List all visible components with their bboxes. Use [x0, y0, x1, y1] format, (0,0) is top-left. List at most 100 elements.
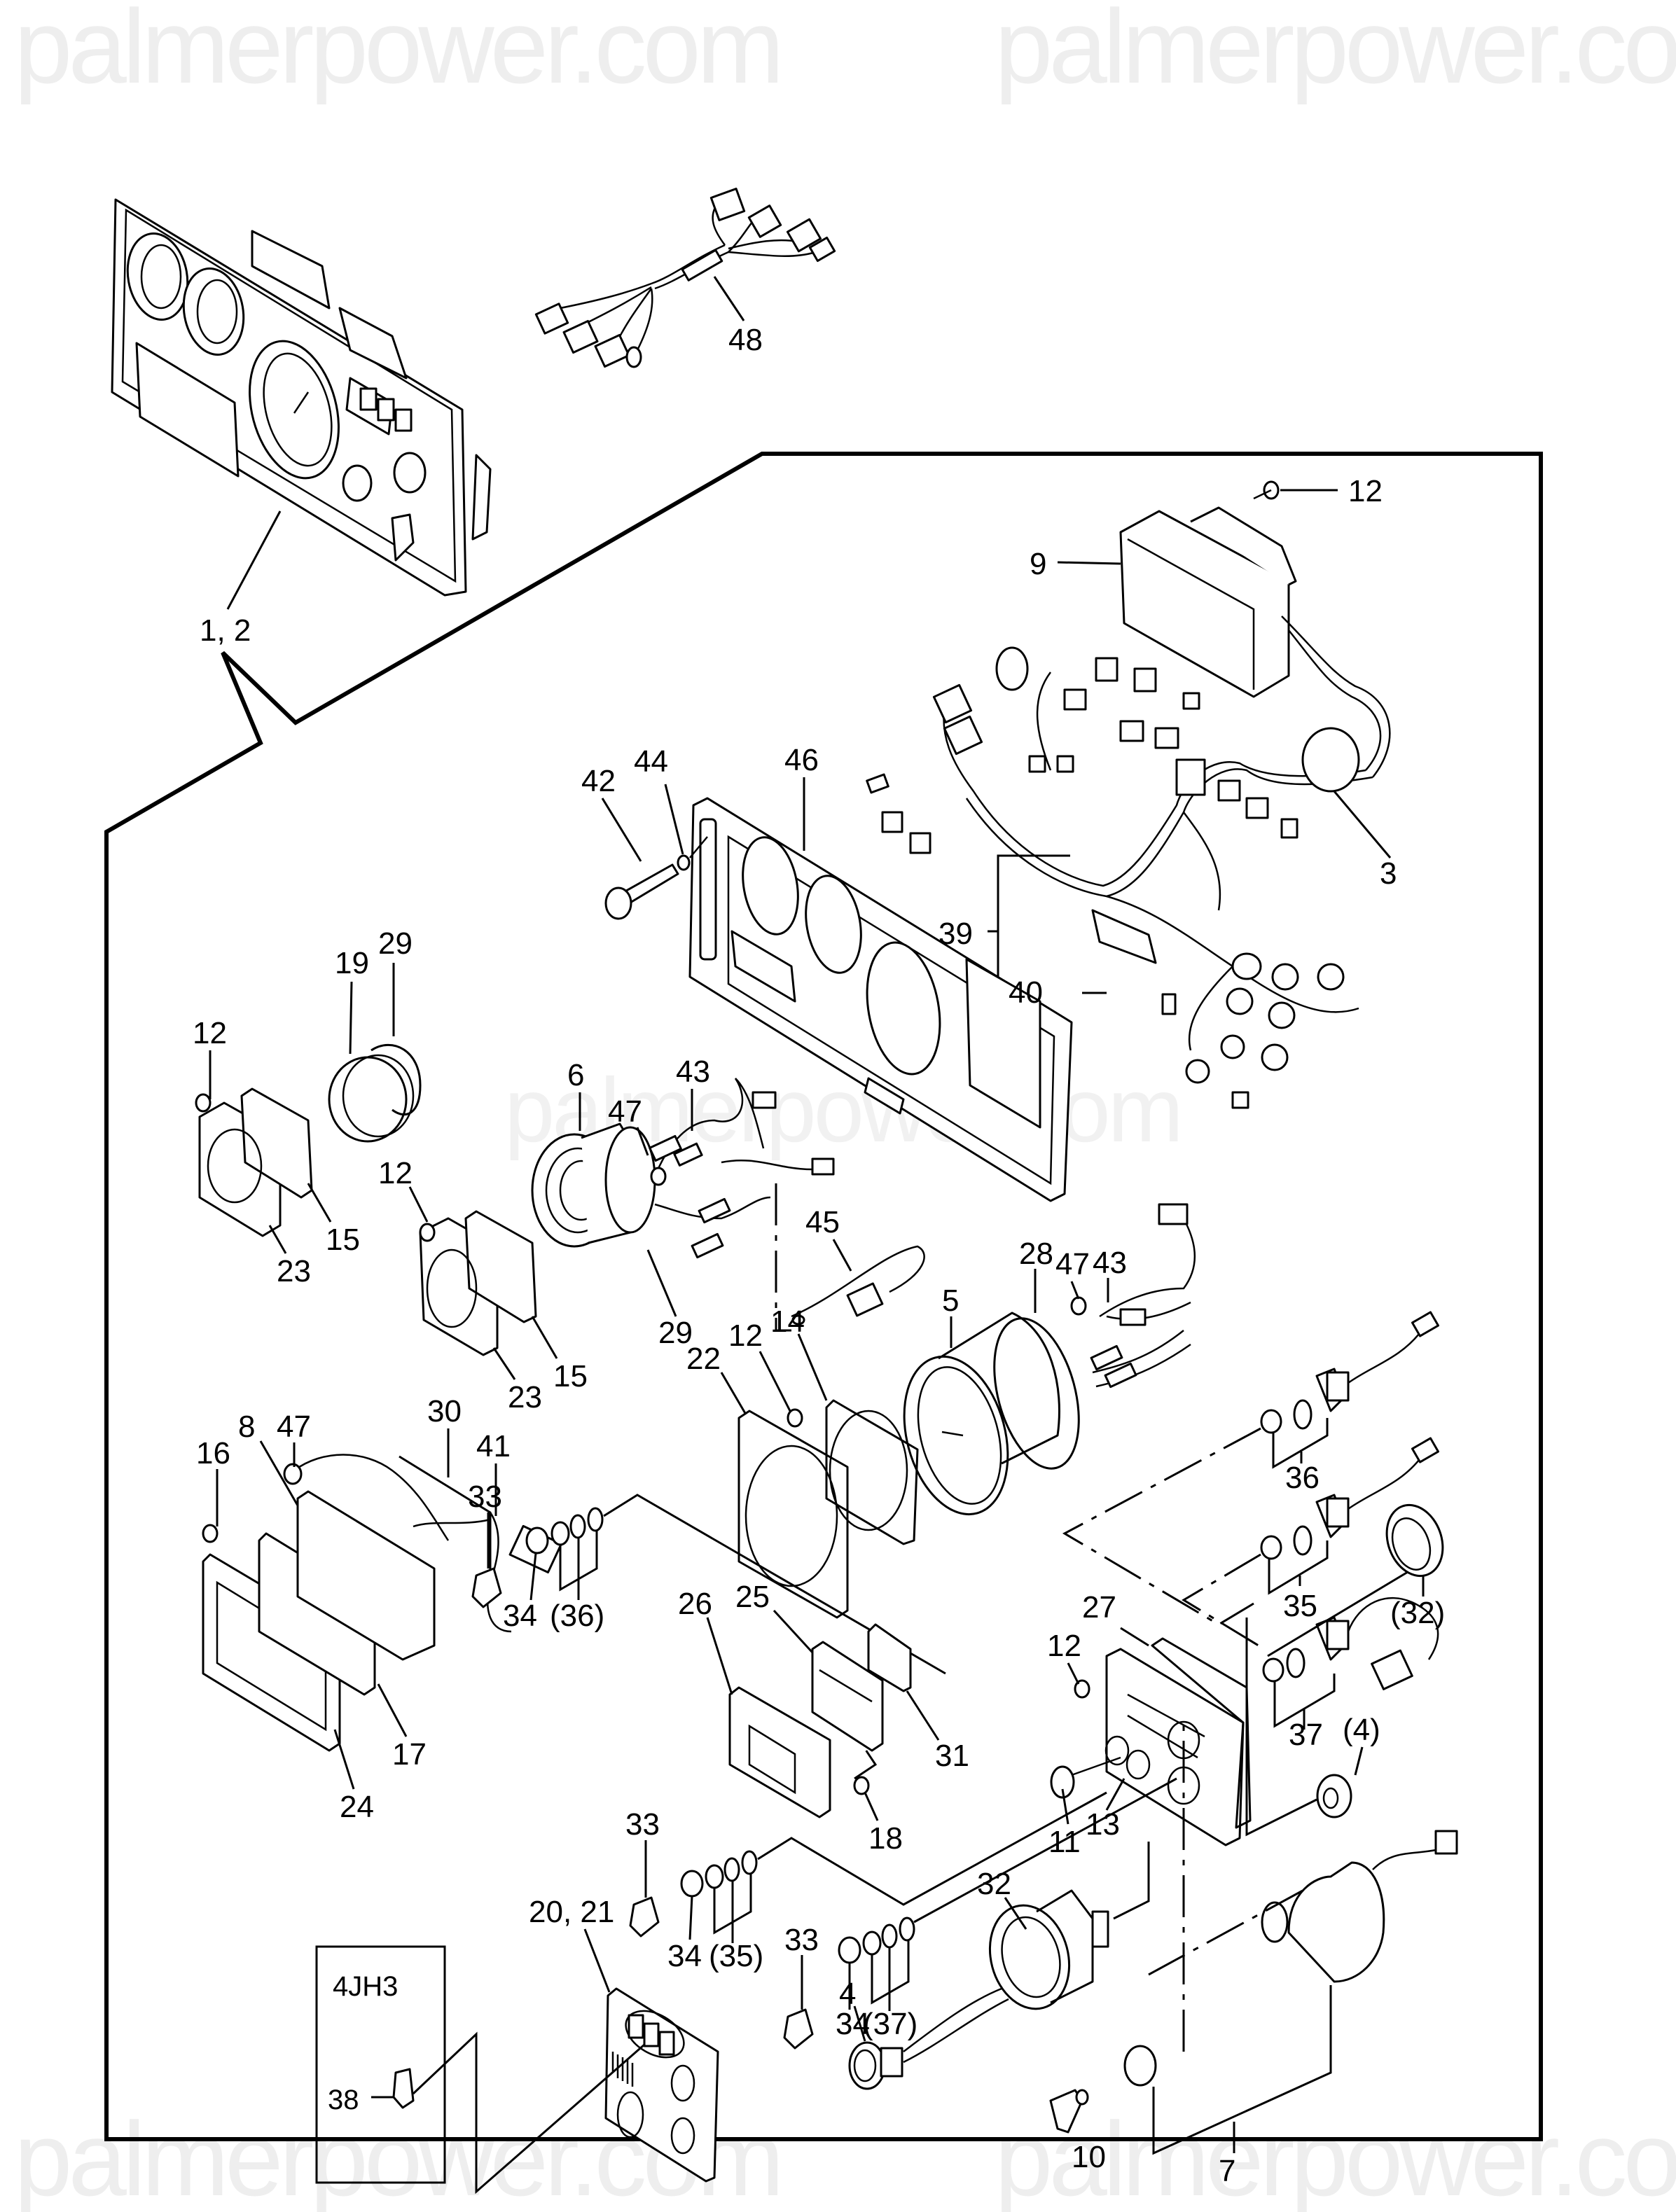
tachometer-5-wiring [1070, 1203, 1196, 1389]
main-harness-3 [866, 646, 1373, 1109]
nut-4 [1316, 1774, 1352, 1818]
variant-box-model: 4JH3 [333, 1971, 398, 2002]
toggle-switch-37 [1262, 1597, 1439, 1690]
callout-33c: 33 [784, 1923, 819, 1957]
callout-48: 48 [728, 323, 763, 357]
callout-33b: 33 [625, 1807, 660, 1842]
leader-15b [531, 1316, 558, 1359]
callout-43a: 43 [676, 1055, 710, 1089]
leader-25 [773, 1609, 814, 1654]
callout-18: 18 [868, 1821, 903, 1856]
callout-4: 4 [839, 1977, 856, 2011]
callout-28: 28 [1019, 1237, 1053, 1271]
callout-32p: (32) [1390, 1596, 1445, 1630]
leader-37p [871, 1940, 910, 2011]
callout-29a: 29 [378, 926, 413, 961]
leader-29b [646, 1249, 677, 1317]
toggle-switch-35 [1260, 1437, 1439, 1560]
callout-9: 9 [1030, 547, 1046, 581]
leader-32 [1004, 1897, 1027, 1930]
axis-18 [854, 1743, 878, 1780]
leader-48 [713, 276, 745, 321]
bracket-25 [811, 1641, 884, 1752]
callout-31: 31 [935, 1739, 969, 1773]
callout-11: 11 [1048, 1825, 1081, 1859]
callout-43b: 43 [1093, 1246, 1127, 1280]
callout-16: 16 [196, 1436, 230, 1470]
callout-34a: 34 [503, 1599, 537, 1633]
switch-panel-27 [1104, 1637, 1252, 1846]
callout-34c: 34 [836, 2007, 870, 2041]
screw-18 [853, 1776, 870, 1795]
washers-37 [862, 1917, 915, 1956]
axis-36p [603, 1494, 946, 1675]
callout-24: 24 [340, 1790, 374, 1824]
leader-44 [664, 784, 684, 855]
leader-31 [906, 1690, 940, 1741]
callout-4p: (4) [1343, 1713, 1380, 1747]
bezel-23b [419, 1210, 537, 1356]
knob-38 [392, 2068, 415, 2109]
instrument-panel-assembly [111, 198, 492, 597]
callout-6: 6 [567, 1058, 584, 1092]
callout-35p: (35) [709, 1939, 763, 1973]
leader-8 [259, 1440, 299, 1506]
bezel-23a [198, 1087, 313, 1237]
callout-32: 32 [977, 1867, 1011, 1901]
leader-12e [1067, 1662, 1080, 1685]
callout-23b: 23 [508, 1380, 542, 1414]
leader-47a [636, 1127, 649, 1156]
leader-42 [601, 798, 642, 862]
callout-15a: 15 [326, 1223, 360, 1257]
callout-7: 7 [1219, 2154, 1235, 2188]
screw-12c [419, 1223, 436, 1242]
axis-32 [1113, 1842, 1150, 1920]
cap-34c [838, 1936, 861, 1964]
callout-3: 3 [1380, 856, 1397, 891]
callout-5: 5 [942, 1284, 959, 1318]
callout-26: 26 [678, 1587, 712, 1621]
callout-23a: 23 [277, 1254, 311, 1288]
leader-36 [1272, 1418, 1329, 1469]
callout-12b: 12 [193, 1016, 227, 1050]
leader-15a [307, 1183, 332, 1223]
leader-37 [1273, 1674, 1336, 1730]
callout-13: 13 [1086, 1807, 1120, 1842]
watermark-bottom-right: palmerpower.com [995, 2100, 1676, 2212]
callout-33a: 33 [468, 1480, 502, 1514]
cap-34a [525, 1526, 549, 1554]
lamp-socket-4 [848, 1987, 1009, 2090]
callout-12d: 12 [728, 1319, 763, 1353]
toggle-switch-36 [1260, 1311, 1439, 1434]
leader-20-21 [583, 1928, 611, 1993]
leader-35 [1268, 1540, 1329, 1595]
key-switch-7 [1261, 1830, 1458, 1983]
callout-47a: 47 [608, 1094, 642, 1129]
washer-44 [677, 854, 691, 871]
leader-47b [1070, 1281, 1080, 1300]
callout-19: 19 [335, 946, 369, 980]
tachometer-5 [903, 1312, 1080, 1516]
gauge-6-wiring [649, 1078, 835, 1259]
screw-16 [202, 1524, 219, 1543]
leader-34a [529, 1552, 537, 1601]
callout-47b: 47 [1055, 1247, 1090, 1281]
knob-33b [629, 1896, 660, 1938]
leader-13 [1105, 1778, 1126, 1811]
callout-34b: 34 [667, 1939, 702, 1973]
callout-8: 8 [238, 1410, 255, 1444]
callout-35: 35 [1283, 1589, 1317, 1623]
callout-12c: 12 [378, 1156, 413, 1190]
callout-36p: (36) [550, 1599, 604, 1633]
blank-cap-19 [328, 1054, 415, 1143]
knob-33c [783, 2008, 814, 2050]
callout-46: 46 [784, 743, 819, 777]
callout-22: 22 [686, 1342, 721, 1376]
axis-35p [757, 1791, 1107, 1906]
axis-switches [1062, 1427, 1265, 1650]
callout-25: 25 [735, 1580, 770, 1614]
leader-45 [832, 1239, 852, 1272]
leader-27 [1120, 1627, 1149, 1647]
callout-14: 14 [770, 1305, 805, 1339]
